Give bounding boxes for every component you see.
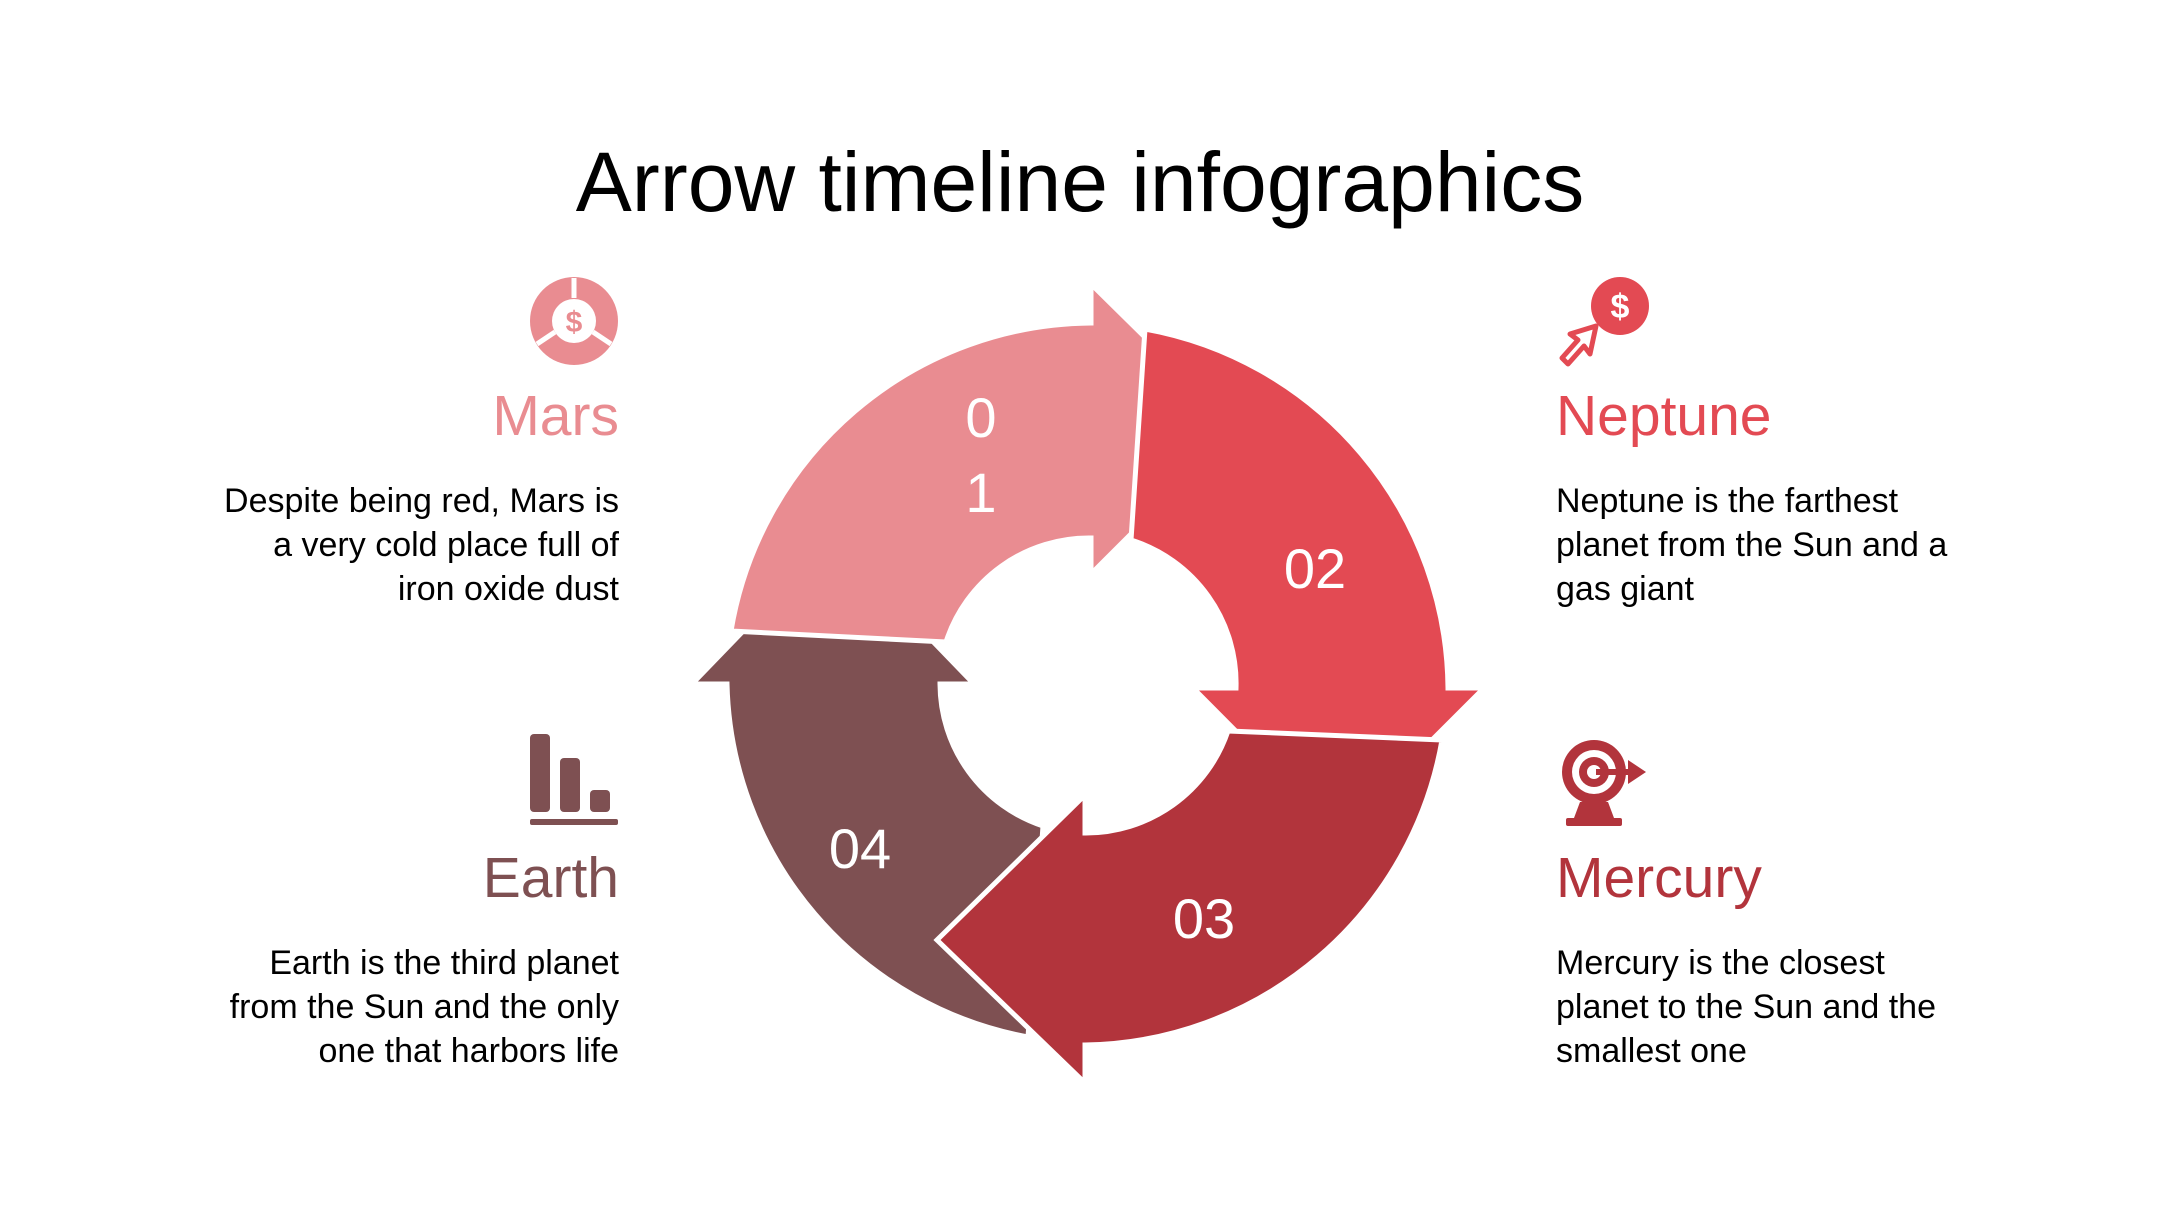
- mercury-description: Mercury is the closest planet to the Sun…: [1556, 941, 2026, 1073]
- target-icon: [1562, 740, 1646, 826]
- step-number-02: 02: [1284, 537, 1346, 600]
- mars-block: Mars Despite being red, Mars is a very c…: [149, 388, 619, 611]
- neptune-description-line-2: planet from the Sun and a: [1556, 526, 1948, 564]
- step-number-01-line1: 0: [965, 386, 996, 449]
- dollar-pie-icon: $: [530, 277, 618, 365]
- mercury-description-line-3: smallest one: [1556, 1032, 1747, 1070]
- arrow-segment-04: [686, 534, 1046, 1040]
- earth-description-line-3: one that harbors life: [318, 1032, 619, 1070]
- bar-chart-icon: [530, 734, 618, 825]
- svg-text:$: $: [566, 306, 583, 339]
- arrow-segment-02: [1128, 326, 1491, 838]
- mars-description-line-2: a very cold place full of: [273, 526, 619, 564]
- earth-description-line-1: Earth is the third planet: [269, 944, 619, 982]
- earth-block: Earth Earth is the third planet from the…: [149, 850, 619, 1073]
- mars-description-line-3: iron oxide dust: [397, 570, 619, 608]
- mars-heading: Mars: [492, 384, 619, 448]
- neptune-block: Neptune Neptune is the farthest planet f…: [1556, 388, 2026, 611]
- mars-description: Despite being red, Mars is a very cold p…: [149, 479, 619, 611]
- mercury-description-line-1: Mercury is the closest: [1556, 944, 1885, 982]
- dollar-cursor-icon: $: [1559, 277, 1649, 367]
- neptune-description-line-1: Neptune is the farthest: [1556, 482, 1899, 520]
- arrow-segment-01: [728, 278, 1241, 645]
- step-number-01-line2: 1: [965, 461, 996, 524]
- page-title: Arrow timeline infographics: [575, 135, 1585, 229]
- mercury-heading: Mercury: [1556, 846, 1762, 910]
- svg-text:$: $: [1611, 288, 1630, 326]
- mercury-block: Mercury Mercury is the closest planet to…: [1556, 850, 2026, 1073]
- neptune-description-line-3: gas giant: [1556, 570, 1694, 608]
- earth-heading: Earth: [482, 846, 619, 910]
- arrow-segment-03: [933, 728, 1445, 1089]
- earth-description: Earth is the third planet from the Sun a…: [149, 941, 619, 1073]
- mars-description-line-1: Despite being red, Mars is: [224, 482, 619, 520]
- step-number-04: 04: [829, 817, 891, 880]
- mercury-description-line-2: planet to the Sun and the: [1556, 988, 1936, 1026]
- neptune-description: Neptune is the farthest planet from the …: [1556, 479, 2026, 611]
- step-number-03: 03: [1173, 887, 1235, 950]
- earth-description-line-2: from the Sun and the only: [229, 988, 619, 1026]
- neptune-heading: Neptune: [1556, 384, 1772, 448]
